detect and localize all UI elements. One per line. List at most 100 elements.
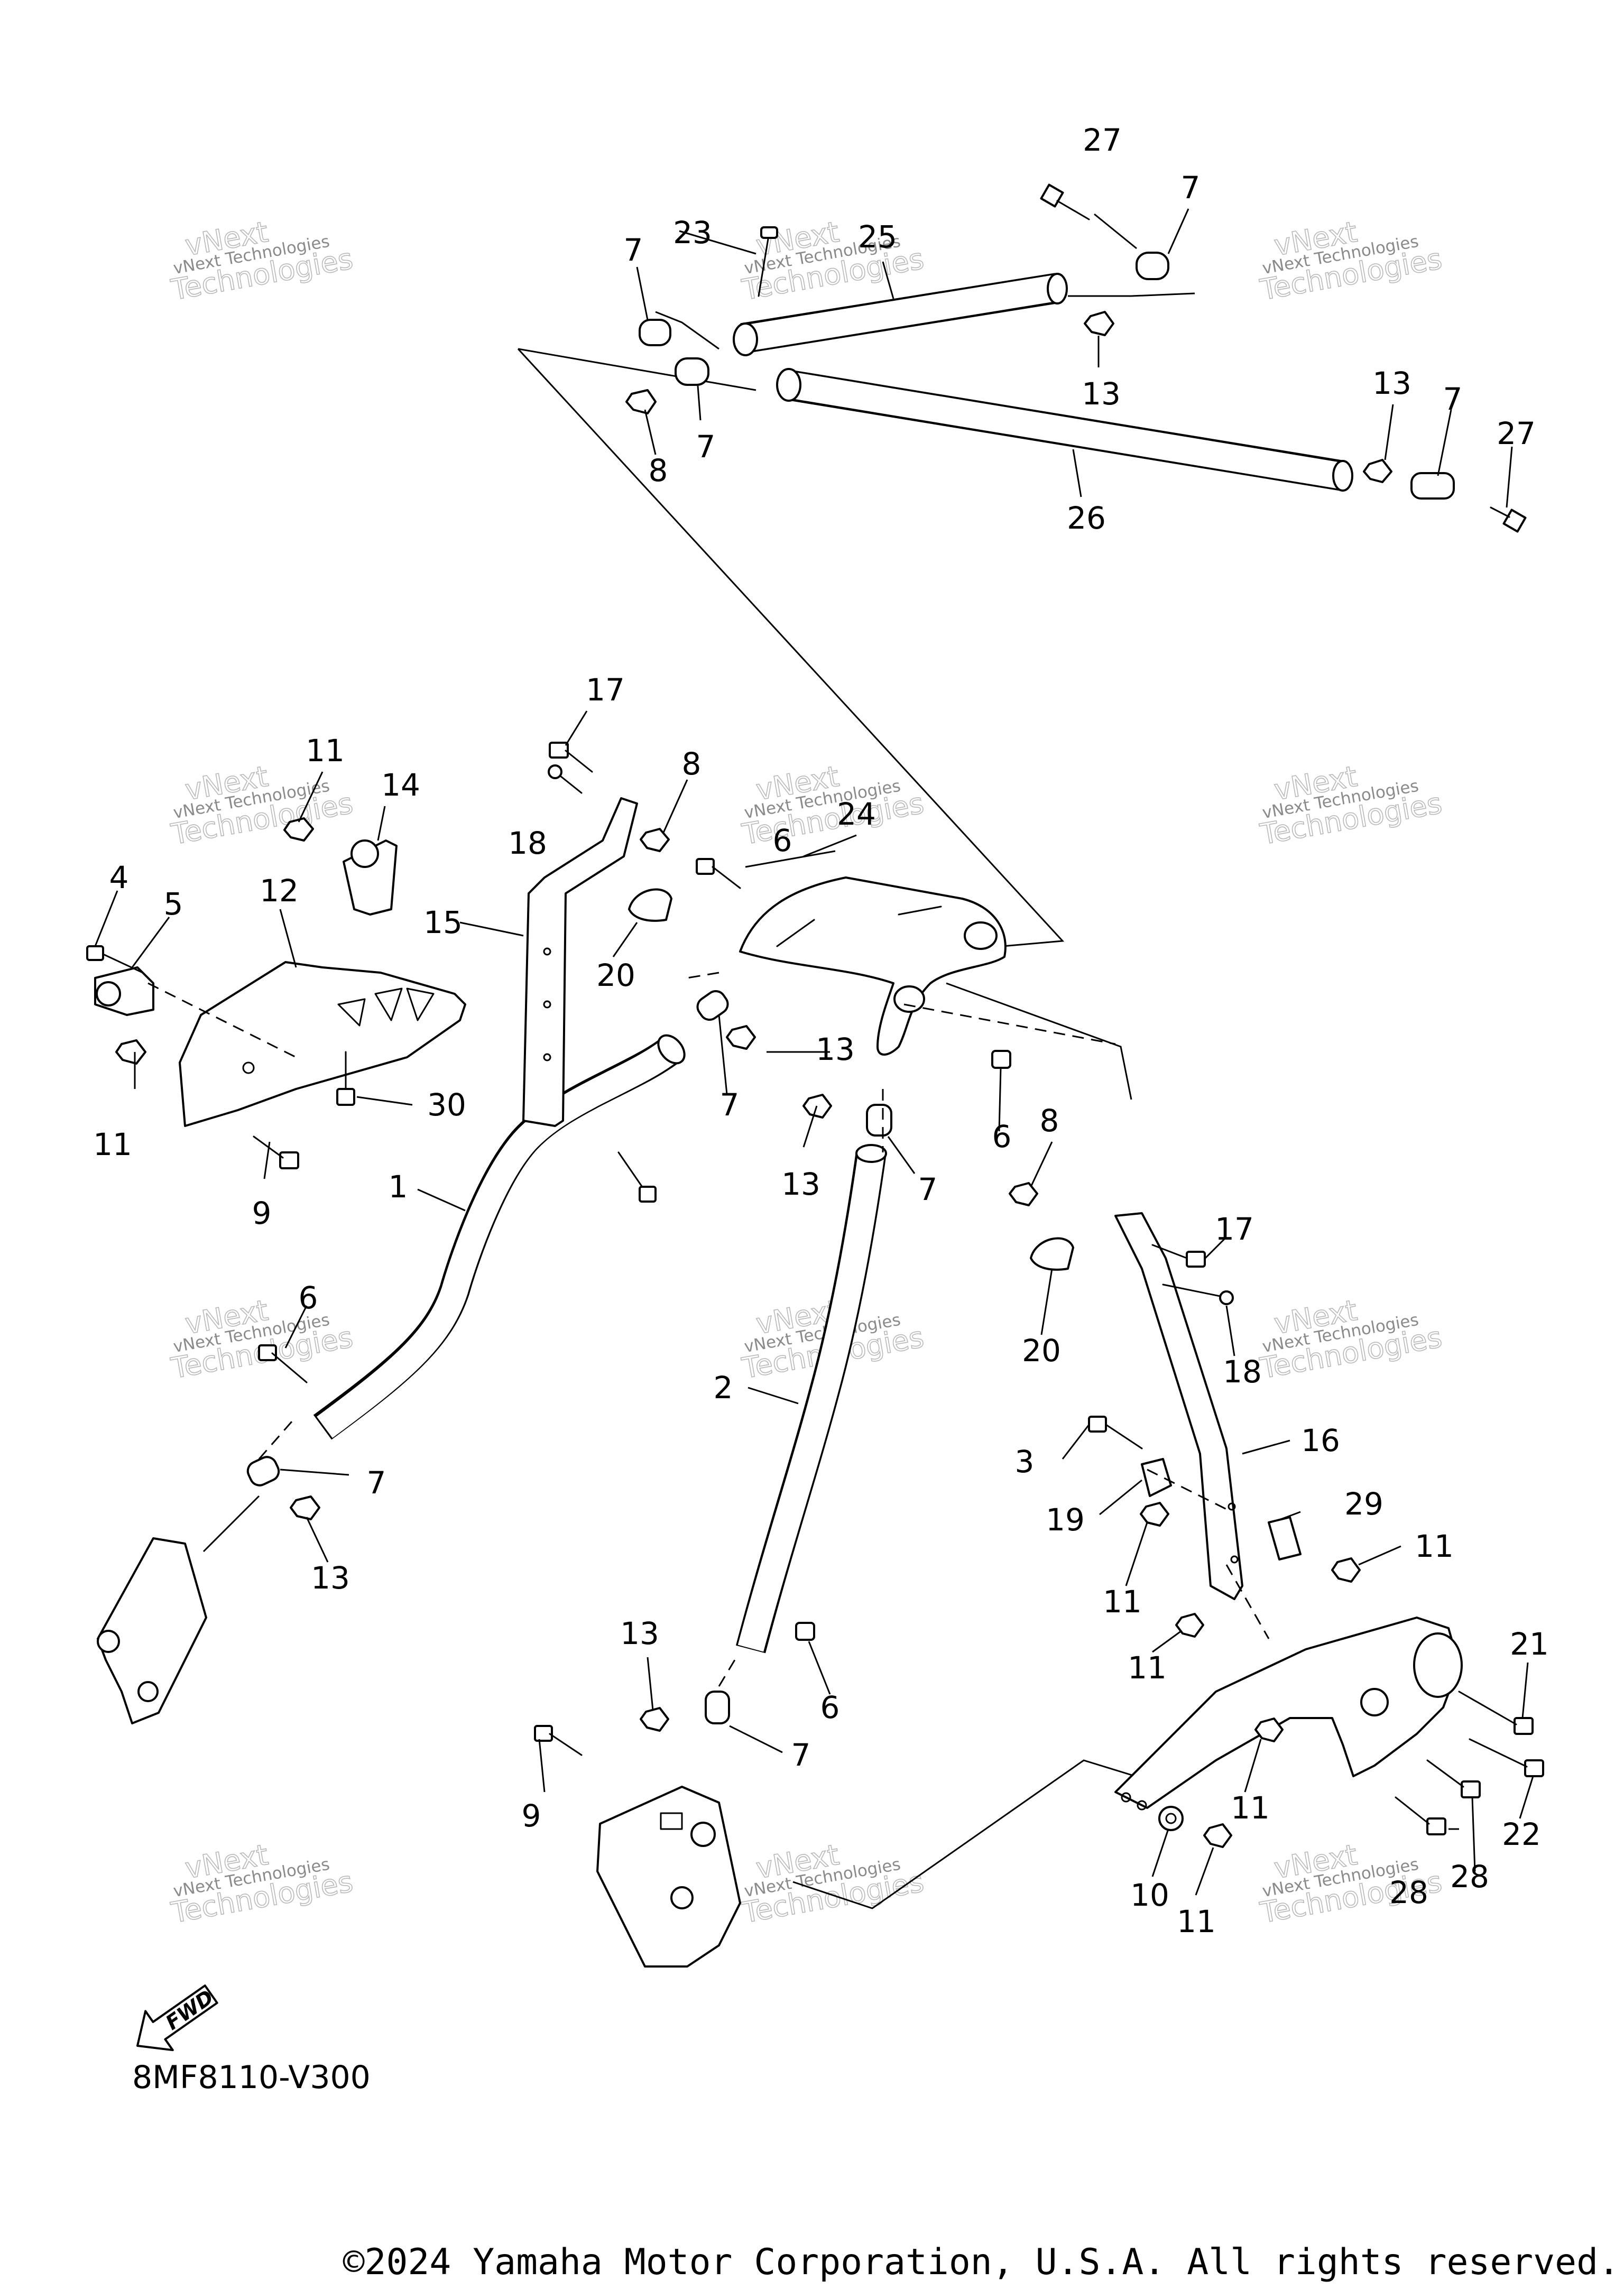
brace-16[interactable] — [1114, 1212, 1243, 1600]
bolt-6-top[interactable] — [696, 858, 741, 889]
bracket-14[interactable] — [343, 839, 398, 916]
nut-11-g[interactable] — [1203, 1823, 1232, 1848]
bolt-27-right[interactable] — [1490, 506, 1527, 533]
center-tube-2[interactable] — [735, 1144, 887, 1654]
callout-11: 11 — [1103, 1584, 1142, 1620]
nut-11-a[interactable] — [283, 817, 314, 842]
clamp-7-right-end[interactable] — [1410, 472, 1455, 500]
callout-11: 11 — [93, 1126, 132, 1162]
bolt-17-left[interactable] — [549, 742, 593, 773]
callout-3: 3 — [1015, 1444, 1035, 1480]
callout-7: 7 — [624, 232, 643, 268]
nut-13-center-lower[interactable] — [640, 1707, 669, 1732]
bolt-28-a[interactable] — [1426, 1759, 1481, 1798]
callout-7: 7 — [918, 1171, 938, 1207]
nut-11-d[interactable] — [1331, 1557, 1361, 1583]
callout-13: 13 — [620, 1615, 659, 1651]
diagram-code: 8MF8110-V300 — [132, 2059, 371, 2096]
clamp-20-right[interactable] — [1030, 1237, 1074, 1271]
callout-14: 14 — [381, 767, 420, 803]
callout-11: 11 — [1177, 1904, 1216, 1940]
bolt-22[interactable] — [1469, 1738, 1544, 1777]
bolt-9-lower[interactable] — [534, 1725, 583, 1756]
callout-18: 18 — [1223, 1354, 1262, 1390]
callout-7: 7 — [791, 1737, 811, 1773]
clamp-7-center-lower[interactable] — [705, 1691, 730, 1724]
bolt-18-left[interactable] — [548, 764, 583, 794]
callout-26: 26 — [1067, 500, 1106, 536]
nut-13-left-lower[interactable] — [290, 1495, 320, 1520]
callout-7: 7 — [367, 1465, 386, 1501]
clamp-20-left[interactable] — [628, 888, 672, 922]
front-tube-1[interactable] — [313, 1030, 690, 1440]
callout-11: 11 — [306, 733, 345, 769]
callout-6: 6 — [992, 1119, 1012, 1155]
callout-8: 8 — [1040, 1103, 1059, 1139]
nut-13-right[interactable] — [1363, 459, 1392, 483]
callout-12: 12 — [260, 873, 299, 909]
washer-10[interactable] — [1158, 1806, 1184, 1831]
clamp-7-left-lower[interactable] — [245, 1454, 282, 1488]
bolt-4[interactable] — [86, 945, 144, 974]
callout-19: 19 — [1046, 1502, 1085, 1538]
bolt-9-left[interactable] — [253, 1135, 299, 1169]
nut-13-front[interactable] — [726, 1025, 756, 1050]
bolt-28-b[interactable] — [1395, 1796, 1446, 1835]
clamp-7-top-mid[interactable] — [675, 357, 709, 386]
nut-8-left[interactable] — [640, 828, 670, 852]
bolt-6-right[interactable] — [991, 1050, 1011, 1069]
nut-11-c[interactable] — [1140, 1502, 1169, 1527]
watermark-group: vNext vNext Technologies Technologies vN… — [168, 215, 1445, 1930]
clamp-7-front-top[interactable] — [694, 987, 731, 1023]
callout-16: 16 — [1301, 1423, 1340, 1458]
callout-13: 13 — [1082, 376, 1121, 412]
bolt-long[interactable] — [617, 1151, 657, 1203]
bolt-18-right[interactable] — [1162, 1283, 1234, 1305]
nut-8-right[interactable] — [1009, 1182, 1038, 1206]
callout-11: 11 — [1128, 1650, 1167, 1686]
bolt-6-left[interactable] — [258, 1344, 308, 1383]
mount-bracket-center[interactable] — [596, 1786, 741, 1968]
nut-13-top[interactable] — [1084, 311, 1114, 336]
callout-7: 7 — [1443, 381, 1463, 417]
bracket-10[interactable] — [1114, 1617, 1463, 1811]
brace-15[interactable] — [522, 797, 638, 1127]
nut-11-f[interactable] — [1254, 1717, 1284, 1742]
clamp-7-top-right[interactable] — [1136, 252, 1169, 280]
callout-18: 18 — [508, 825, 547, 861]
callout-13: 13 — [311, 1560, 350, 1596]
callout-6: 6 — [820, 1689, 840, 1725]
callout-13: 13 — [781, 1166, 820, 1202]
bracket-24[interactable] — [739, 876, 1007, 1056]
nut-11-e[interactable] — [1175, 1613, 1204, 1638]
mount-bracket-left[interactable] — [97, 1537, 207, 1724]
callout-24: 24 — [837, 796, 876, 832]
clamp-19[interactable] — [1141, 1458, 1172, 1497]
bolt-30[interactable] — [336, 1051, 355, 1106]
clamp-7-top-left[interactable] — [639, 319, 671, 346]
bracket-5[interactable] — [94, 966, 154, 1016]
callout-7: 7 — [696, 429, 716, 465]
callout-13: 13 — [1372, 365, 1411, 401]
callout-10: 10 — [1130, 1877, 1169, 1913]
clamp-29[interactable] — [1268, 1516, 1302, 1560]
roof-tube-26[interactable] — [776, 368, 1353, 492]
callout-8: 8 — [682, 746, 702, 782]
bolt-3[interactable] — [1088, 1416, 1143, 1449]
roof-tube-25[interactable] — [733, 273, 1068, 356]
nut-11-b[interactable] — [115, 1039, 146, 1065]
callout-15: 15 — [423, 904, 463, 940]
screw-23[interactable] — [758, 226, 778, 297]
bolt-6-center-lower[interactable] — [795, 1622, 815, 1641]
bolt-27-top[interactable] — [1040, 183, 1090, 220]
callout-leaders — [94, 208, 1534, 1896]
callout-11: 11 — [1415, 1528, 1454, 1564]
callout-25: 25 — [858, 219, 897, 255]
bolt-17-right[interactable] — [1151, 1244, 1206, 1268]
callout-7: 7 — [1181, 170, 1201, 206]
bracket-12[interactable] — [179, 961, 466, 1127]
bolt-21[interactable] — [1458, 1691, 1534, 1735]
nut-8-top[interactable] — [625, 389, 657, 414]
clamp-7-center-top[interactable] — [866, 1104, 892, 1137]
